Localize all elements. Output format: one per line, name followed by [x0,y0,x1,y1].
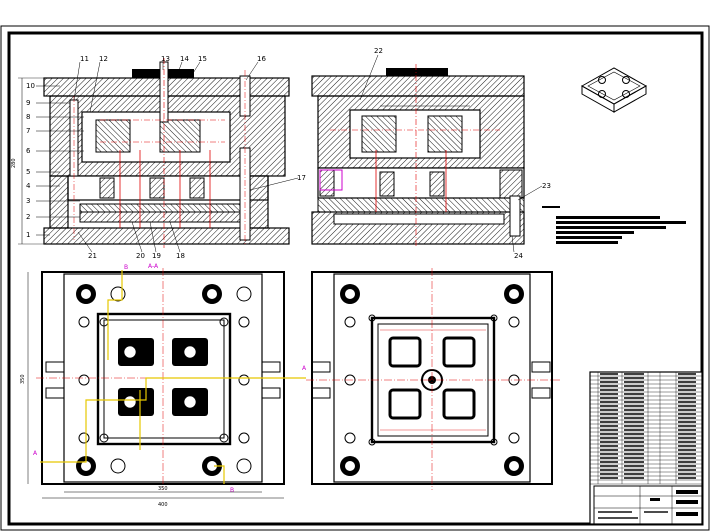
part-label-17: 17 [297,174,306,182]
part-label-22: 22 [374,47,383,55]
part-label-24: 24 [514,252,523,260]
part-label-21: 21 [88,252,97,260]
part-label-16: 16 [257,55,266,63]
part-label-10: 10 [26,82,35,90]
section-label-b-bottom: B [230,487,234,494]
part-label-5: 5 [26,168,30,176]
front-height-dim: 280 [11,158,17,168]
section-label-b-top: B [124,264,128,271]
plan-view-moving-half: A A B B 350 400 350 [20,264,307,508]
technical-notes-block [542,206,686,244]
part-label-3: 3 [26,197,30,205]
part-label-2: 2 [26,213,30,221]
sheet-inner-border [7,31,704,526]
side-section-view: 22 23 24 [311,47,551,260]
part-label-6: 6 [26,147,31,155]
part-label-11: 11 [80,55,89,63]
part-label-12: 12 [99,55,108,63]
part-isometric-icon [580,67,648,113]
title-block [589,371,703,525]
section-label-a-left: A [33,450,38,457]
part-label-13: 13 [161,55,170,63]
sheet-outer-border [0,25,710,531]
plan-height-dim: 350 [20,374,26,384]
plan-view-fixed-half [306,268,560,490]
part-label-19: 19 [152,252,161,260]
front-section-view: 280 10 9 8 7 6 5 4 3 2 1 11 12 13 14 15 … [11,55,306,270]
section-label-aa: A-A [148,263,159,270]
part-label-18: 18 [176,252,185,260]
part-label-4: 4 [26,182,31,190]
plan-width-inner-dim: 350 [158,486,168,492]
part-label-20: 20 [136,252,145,260]
part-label-8: 8 [26,113,30,121]
part-label-14: 14 [180,55,189,63]
plan-width-outer-dim: 400 [158,502,168,508]
part-label-15: 15 [198,55,207,63]
part-label-1: 1 [26,231,30,239]
part-label-7: 7 [26,127,30,135]
section-label-a-right: A [302,365,307,372]
part-label-9: 9 [26,99,30,107]
part-label-23: 23 [542,182,551,190]
